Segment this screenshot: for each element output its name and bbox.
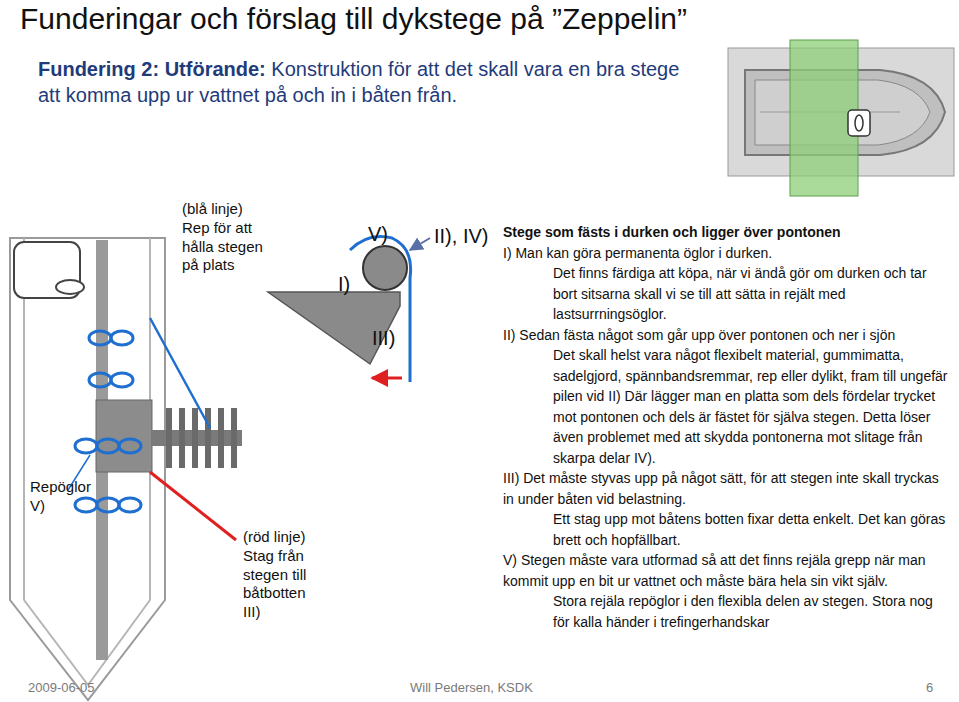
note-text: Det skall helst vara något flexibelt mat… — [553, 345, 953, 468]
callout-note: (röd linje) Stag från stegen till båtbot… — [243, 528, 327, 622]
rope-line — [150, 318, 210, 428]
callout-number: I) — [338, 272, 350, 297]
note-text: Stora rejäla repöglor i den flexibla del… — [553, 591, 953, 632]
rope-loop — [89, 331, 111, 345]
comb-tooth — [231, 408, 237, 468]
callout-note: Repöglor V) — [30, 478, 102, 516]
page-number: 6 — [926, 680, 933, 696]
boat-side-view — [10, 238, 242, 700]
comb-tooth — [205, 408, 211, 468]
comb-tooth — [192, 408, 198, 468]
comb-tooth — [179, 408, 185, 468]
callout-number: II), IV) — [434, 224, 488, 249]
note-text: III) Det måste styvas upp på något sätt,… — [503, 468, 953, 509]
rope-loop — [119, 439, 141, 453]
note-text: Ett stag upp mot båtens botten fixar det… — [553, 509, 953, 550]
rope-loop — [111, 373, 133, 387]
comb-tooth — [166, 408, 172, 468]
subtitle-lead: Fundering 2: Utförande: — [38, 58, 266, 80]
note-heading: Stege som fästs i durken och ligger över… — [503, 222, 953, 243]
boat-top-view — [728, 40, 954, 196]
footer-author: Will Pedersen, KSDK — [410, 680, 533, 696]
footer-date: 2009-06-05 — [28, 680, 95, 696]
rope-loop — [97, 439, 119, 453]
callout-number: III) — [372, 326, 395, 351]
rope-loop — [75, 439, 97, 453]
note-text: II) Sedan fästa något som går upp över p… — [503, 325, 953, 346]
note-text: I) Man kan göra permanenta öglor i durke… — [503, 243, 953, 264]
strut-line — [150, 472, 236, 540]
rope-loop — [119, 498, 141, 512]
slide-title: Funderingar och förslag till dykstege på… — [20, 2, 687, 36]
callout-number: V) — [368, 222, 388, 247]
notes-column: Stege som fästs i durken och ligger över… — [503, 222, 953, 632]
note-text: V) Stegen måste vara utformad så att det… — [503, 550, 953, 591]
comb-tooth — [218, 408, 224, 468]
rope-loop — [89, 373, 111, 387]
cross-section — [268, 237, 430, 383]
rope-loop — [97, 498, 119, 512]
callout-note: (blå linje) Rep för att hålla stegen på … — [182, 200, 274, 275]
rope-loop — [111, 331, 133, 345]
note-text: Det finns färdiga att köpa, när vi ändå … — [553, 263, 953, 325]
subtitle-block: Fundering 2: Utförande:Konstruktion för … — [38, 56, 688, 108]
rope-loop — [75, 498, 97, 512]
